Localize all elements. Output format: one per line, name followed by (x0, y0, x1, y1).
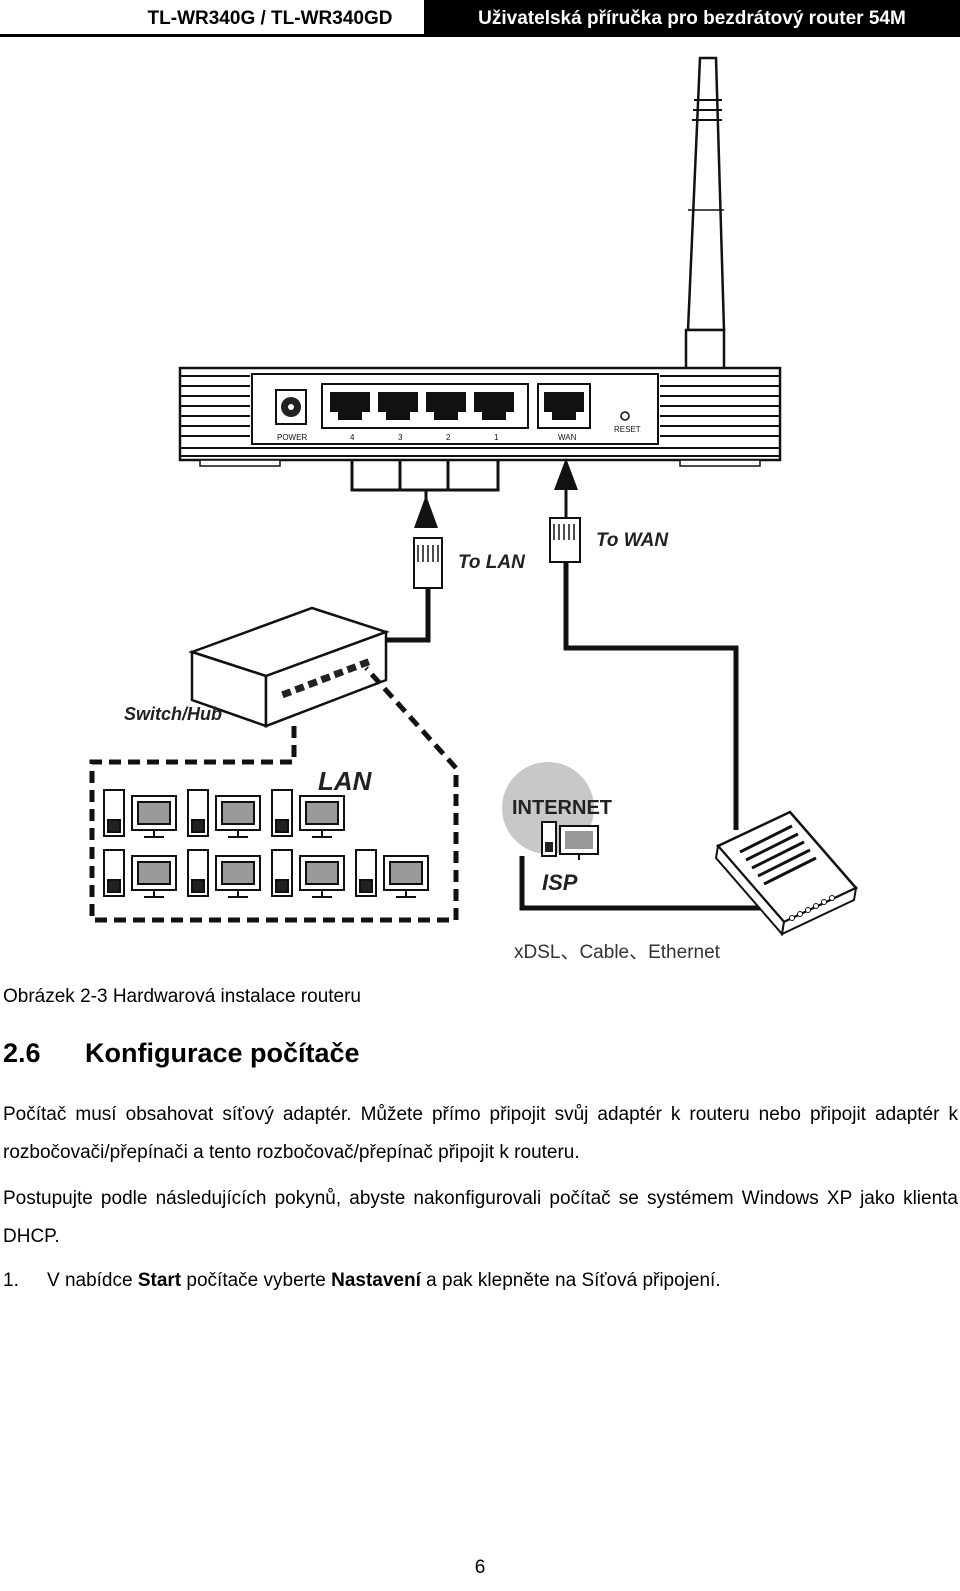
lan-cable (380, 588, 431, 643)
isp-label: ISP (542, 870, 578, 895)
step-text-a: V nabídce (47, 1270, 138, 1291)
lan3-label: 3 (398, 433, 403, 442)
step-bold-settings: Nastavení (331, 1270, 421, 1291)
step-1: 1. V nabídce Start počítače vyberte Nasta… (3, 1262, 721, 1300)
lan-label: LAN (318, 766, 373, 796)
antenna (684, 56, 726, 422)
lan1-label: 1 (494, 433, 499, 442)
to-wan-arrow (554, 458, 578, 490)
to-lan-arrow (414, 495, 438, 528)
header-title: Uživatelská příručka pro bezdrátový rout… (424, 0, 960, 36)
wan-plug (549, 517, 581, 563)
lan-plug (413, 537, 443, 589)
paragraph-adapter: Počítač musí obsahovat síťový adaptér. M… (3, 1104, 958, 1163)
internet-label: INTERNET (512, 797, 612, 819)
section-heading: 2.6 Konfigurace počítače (3, 1038, 360, 1069)
lan-computers (103, 789, 429, 898)
figure-caption: Obrázek 2-3 Hardwarová instalace routeru (3, 986, 362, 1007)
header-rule (0, 34, 960, 37)
to-wan-label: To WAN (596, 530, 669, 551)
isp-cable (519, 856, 782, 911)
lan-boundary (89, 666, 459, 923)
section-number: 2.6 (3, 1038, 41, 1068)
power-label: POWER (277, 433, 307, 442)
hardware-installation-figure: POWER 4 3 2 1 WAN RESET To LAN (0, 40, 960, 970)
to-lan-label: To LAN (458, 552, 526, 573)
modem-types-label: xDSL、Cable、Ethernet (514, 942, 721, 963)
header-model: TL-WR340G / TL-WR340GD (147, 8, 393, 29)
router-body (178, 366, 782, 467)
router-port-labels: POWER 4 3 2 1 WAN RESET (277, 425, 641, 442)
step-text-b: počítače vyberte (181, 1270, 332, 1291)
reset-label: RESET (614, 425, 641, 434)
wan-cable (563, 562, 739, 830)
lan4-label: 4 (350, 433, 355, 442)
step-text-c: a pak klepněte na Síťová připojení. (420, 1270, 721, 1291)
step-bold-start: Start (137, 1270, 182, 1291)
step-number: 1. (3, 1270, 19, 1291)
paragraph-instructions: Postupujte podle následujících pokynů, a… (3, 1188, 958, 1247)
page-number: 6 (474, 1557, 486, 1578)
switch-hub (188, 606, 390, 728)
wan-label: WAN (558, 433, 577, 442)
internet-globe (502, 762, 599, 860)
router-diagram: POWER 4 3 2 1 WAN RESET To LAN (89, 56, 859, 963)
lan2-label: 2 (446, 433, 451, 442)
page-header: TL-WR340G / TL-WR340GD Uživatelská příru… (0, 0, 960, 38)
modem (714, 810, 859, 937)
switch-hub-label: Switch/Hub (124, 704, 222, 724)
section-title: Konfigurace počítače (85, 1038, 360, 1068)
